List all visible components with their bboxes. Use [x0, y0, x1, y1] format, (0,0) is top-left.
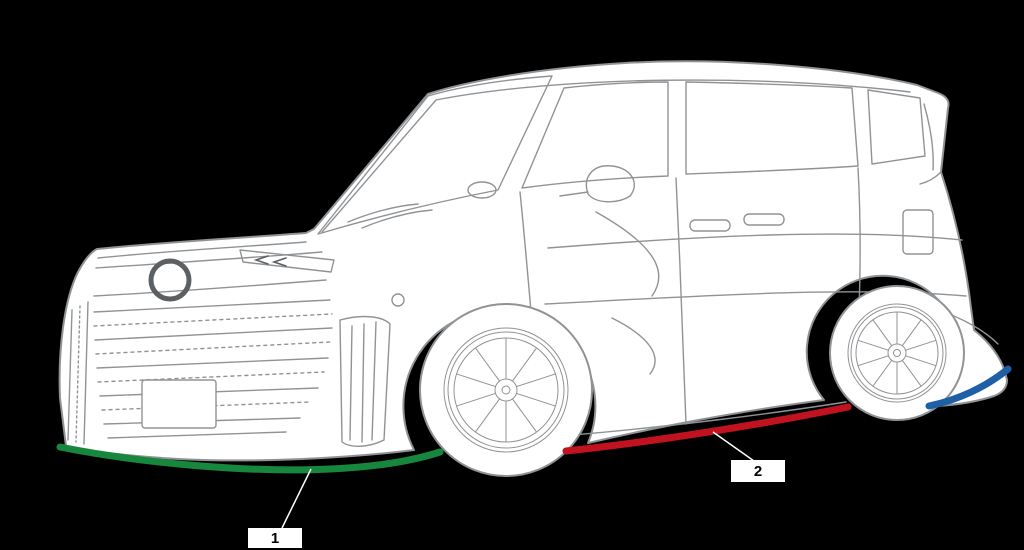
rear-rim-outer [850, 306, 944, 400]
rear-reflector [902, 209, 934, 255]
rocker-top-line [559, 401, 847, 437]
hood-cut-line [97, 241, 307, 259]
tailgate-crease [919, 171, 942, 185]
callout-1-box [248, 528, 302, 548]
callout-2-number: 2 [754, 463, 762, 480]
parking-sensor [391, 293, 405, 307]
headlight [239, 249, 335, 273]
upper-grille-bottom-line [93, 279, 327, 297]
upper-grille-top-line [95, 251, 323, 269]
windshield [317, 75, 553, 235]
rear-hub [887, 343, 907, 363]
front-door-window [521, 81, 669, 189]
callout-1-number: 1 [271, 530, 279, 547]
front-tire-inner-edge [443, 327, 569, 453]
sliding-door-window [685, 81, 859, 175]
wheels [419, 285, 965, 477]
bumper-left-edge-hatch [67, 301, 89, 445]
door-reflection-curve-2 [611, 317, 656, 375]
license-plate [141, 379, 217, 429]
wiper-line-1 [347, 203, 419, 223]
callout-2-box [731, 460, 785, 482]
headlight-chevron-1 [253, 255, 269, 265]
headlight-chevron-2 [271, 257, 287, 267]
rear-tire-inner-edge [847, 303, 947, 403]
rear-hub-cap [893, 349, 901, 357]
roof-inner-line [435, 79, 911, 101]
front-hub [494, 378, 518, 402]
door-reflection-curve-1 [595, 211, 660, 297]
wiper-line-2 [361, 209, 433, 229]
front-lip-highlight [56, 443, 444, 474]
part-highlights [56, 365, 1012, 474]
front-wheel [419, 303, 593, 477]
quarter-window [867, 89, 926, 165]
front-rim-outer [447, 331, 565, 449]
grille-slats [93, 299, 333, 439]
vehicle-dark-details [148, 255, 287, 302]
a-pillar-line [321, 99, 437, 233]
front-emblem [148, 258, 192, 302]
front-hub-cap [501, 385, 511, 395]
tailgate-inner-line [923, 103, 934, 171]
vehicle-line-art [58, 60, 1008, 462]
bumper-corner-vent [339, 315, 391, 447]
front-door-handle [689, 219, 731, 232]
rear-wheel [829, 285, 965, 421]
callout-1-leader-line [281, 468, 312, 529]
side-skirt-highlight [562, 403, 852, 455]
sliding-door-front-seam [675, 177, 687, 425]
shoulder-crease-line [547, 233, 963, 249]
bumper-vent-slats [349, 321, 377, 443]
callouts: 1 2 [248, 431, 785, 548]
callout-2-leader-line [712, 431, 755, 462]
side-mirror-stalk [559, 191, 589, 197]
rear-corner-highlight [925, 365, 1012, 410]
sliding-door-handle [743, 213, 785, 226]
inner-mirror-through-glass [467, 181, 497, 199]
side-mirror [585, 165, 635, 203]
